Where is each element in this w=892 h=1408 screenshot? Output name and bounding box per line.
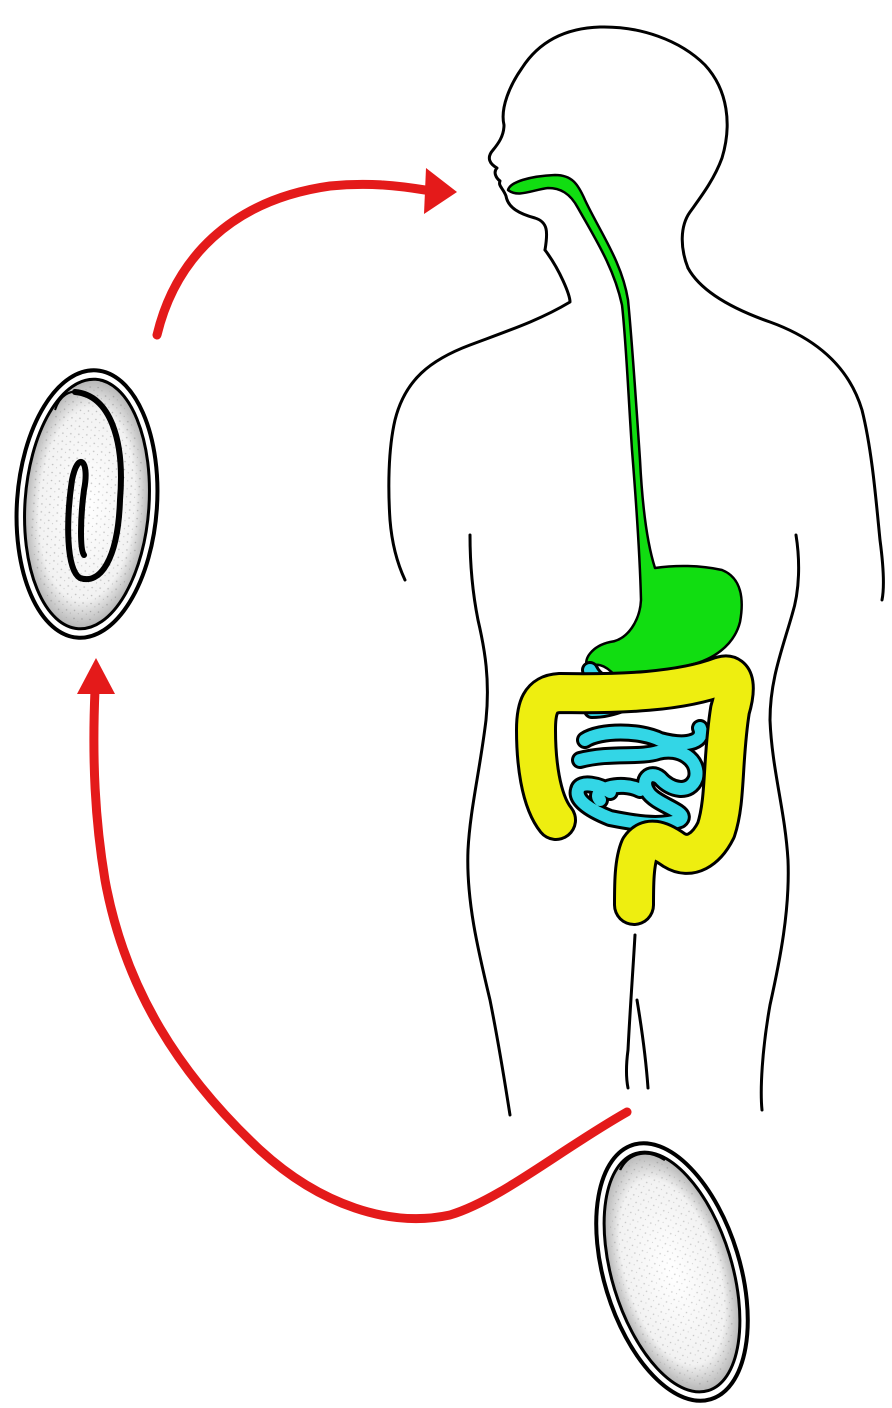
right-inner-leg-outline	[637, 1000, 648, 1088]
right-torso-outline	[761, 535, 798, 1110]
left-inner-leg-outline	[627, 935, 636, 1088]
arrowhead-to-mouth	[424, 168, 457, 214]
left-torso-outline	[468, 535, 510, 1115]
arrowhead-to-egg	[77, 658, 115, 694]
head-outline	[489, 27, 727, 268]
arrow-egg-to-host	[157, 184, 425, 335]
esophagus-and-stomach	[508, 175, 742, 688]
digestive-tract	[508, 175, 742, 905]
human-body-outline-icon	[389, 27, 883, 1115]
egg-with-larva-icon	[8, 365, 166, 642]
egg-icon	[568, 1125, 776, 1408]
left-shoulder-outline	[389, 250, 570, 580]
right-shoulder-outline	[688, 268, 883, 600]
